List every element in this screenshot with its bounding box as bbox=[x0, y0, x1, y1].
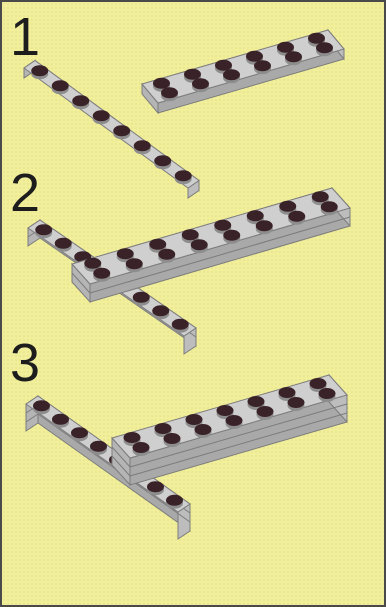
stud bbox=[147, 481, 164, 492]
stud bbox=[226, 415, 243, 426]
stud bbox=[33, 400, 50, 411]
stud bbox=[195, 424, 212, 435]
step-1-illustration bbox=[24, 30, 344, 198]
stud bbox=[184, 69, 201, 80]
stud bbox=[84, 258, 101, 269]
stud bbox=[149, 239, 166, 250]
plate-2x6 bbox=[142, 30, 344, 113]
stud bbox=[310, 378, 327, 389]
stud bbox=[52, 414, 69, 425]
step-2-illustration bbox=[28, 188, 350, 354]
stud bbox=[248, 396, 265, 407]
stud bbox=[152, 305, 169, 316]
plate-2x7-stack bbox=[112, 375, 347, 485]
stud bbox=[288, 211, 305, 222]
stud bbox=[215, 60, 232, 71]
stud bbox=[285, 51, 302, 62]
stud bbox=[256, 220, 273, 231]
stud bbox=[319, 388, 336, 399]
stud bbox=[191, 239, 208, 250]
stud bbox=[133, 292, 150, 303]
stud bbox=[133, 442, 150, 453]
stud bbox=[155, 423, 172, 434]
stud bbox=[153, 78, 170, 89]
stud bbox=[161, 87, 178, 98]
stud bbox=[223, 69, 240, 80]
stud bbox=[257, 406, 274, 417]
stud bbox=[254, 60, 271, 71]
stud bbox=[164, 433, 181, 444]
step-3-illustration bbox=[26, 375, 347, 539]
stud bbox=[186, 414, 203, 425]
stud bbox=[277, 42, 294, 53]
stud bbox=[52, 80, 69, 91]
stud bbox=[126, 258, 143, 269]
stud bbox=[308, 33, 325, 44]
stud bbox=[172, 319, 189, 330]
stud bbox=[223, 230, 240, 241]
stud bbox=[214, 220, 231, 231]
stud bbox=[124, 432, 141, 443]
stud bbox=[55, 238, 72, 249]
stud bbox=[93, 110, 110, 121]
plate-2x8-upper bbox=[72, 188, 350, 302]
stud bbox=[154, 155, 171, 166]
stud bbox=[35, 224, 52, 235]
stud bbox=[166, 495, 183, 506]
stud bbox=[117, 248, 134, 259]
stud bbox=[247, 210, 264, 221]
stud bbox=[321, 201, 338, 212]
stud bbox=[72, 95, 89, 106]
stud bbox=[312, 191, 329, 202]
stud bbox=[175, 170, 192, 181]
stud bbox=[246, 51, 263, 62]
stud bbox=[192, 78, 209, 89]
stud bbox=[158, 249, 175, 260]
stud bbox=[279, 387, 296, 398]
stud bbox=[279, 201, 296, 212]
stud bbox=[217, 405, 234, 416]
stud bbox=[71, 427, 88, 438]
stud bbox=[134, 140, 151, 151]
stud bbox=[288, 397, 305, 408]
stud bbox=[31, 65, 48, 76]
stud bbox=[93, 268, 110, 279]
stud bbox=[90, 441, 107, 452]
stud bbox=[113, 125, 130, 136]
stud bbox=[182, 229, 199, 240]
stud bbox=[316, 42, 333, 53]
